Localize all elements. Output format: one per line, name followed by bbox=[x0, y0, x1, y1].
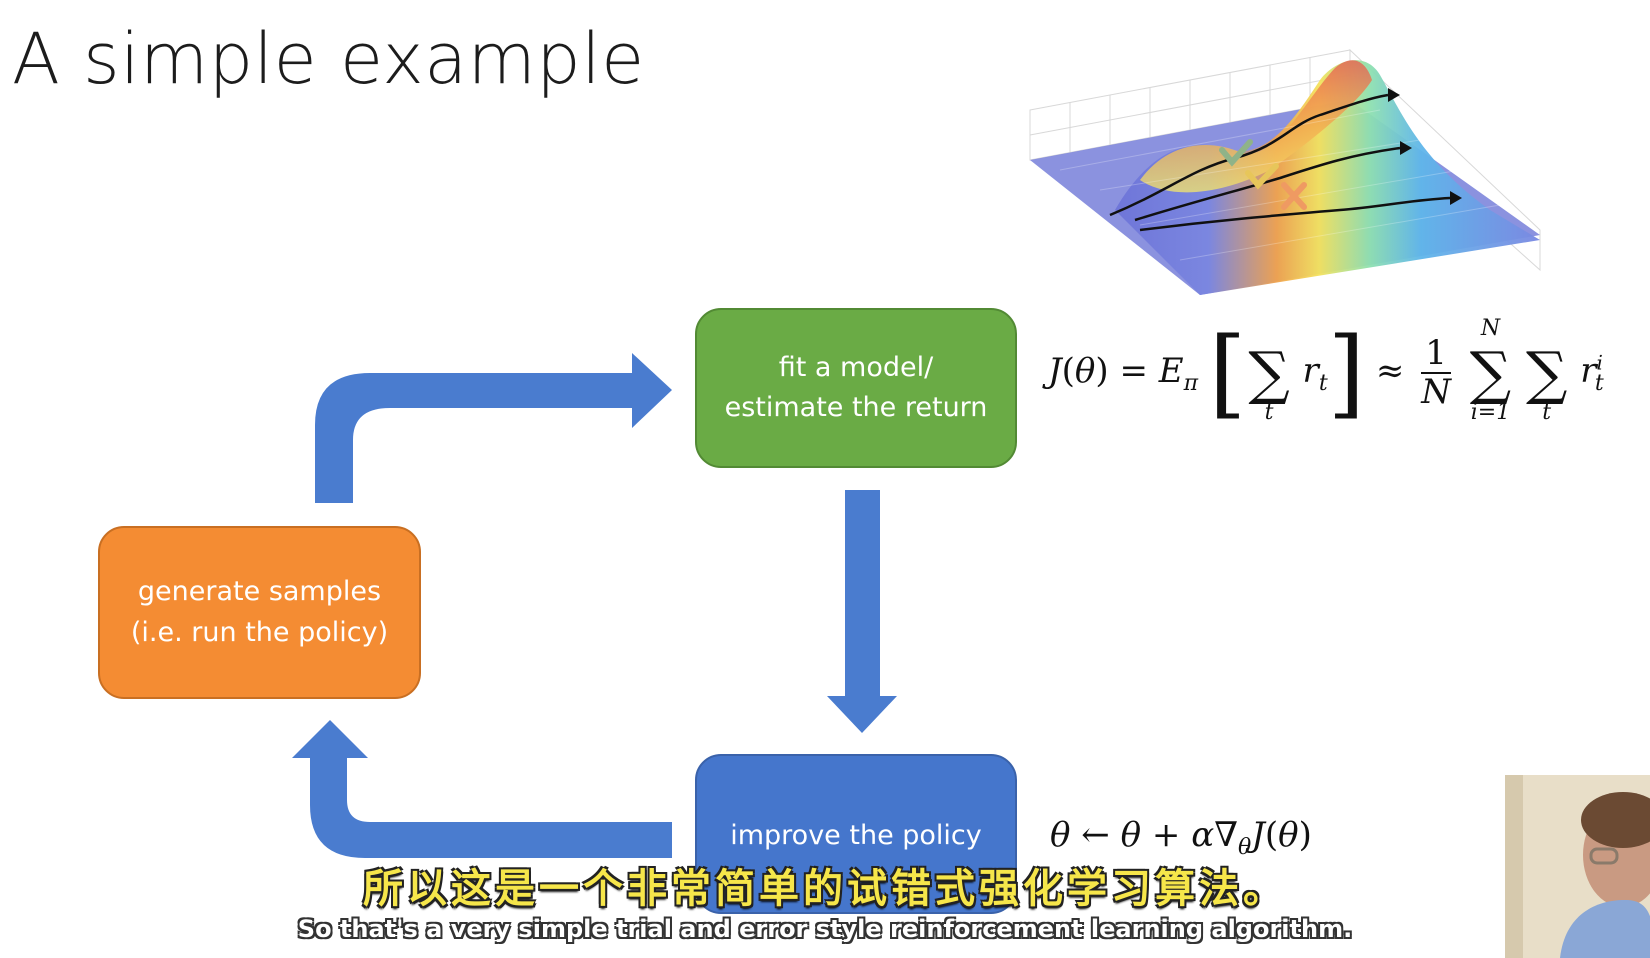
slide-title: A simple example bbox=[12, 18, 645, 100]
formula-symbol-theta: θ bbox=[1074, 351, 1096, 391]
improve-policy-box: improve the policy bbox=[695, 754, 1017, 914]
formula-symbol-r: r bbox=[1302, 351, 1319, 391]
improve-policy-label: improve the policy bbox=[730, 820, 982, 851]
formula-sum-index-t: t bbox=[1264, 400, 1274, 425]
cross-mark-icon bbox=[1281, 182, 1307, 210]
generate-samples-box: generate samples (i.e. run the policy) bbox=[98, 526, 421, 699]
presenter-webcam bbox=[1505, 775, 1650, 958]
check-mark-icon bbox=[1219, 139, 1253, 167]
update-arrow: ← bbox=[1081, 815, 1110, 855]
trajectory-arrowhead bbox=[1450, 191, 1462, 205]
update-J: J bbox=[1251, 815, 1265, 855]
formula-symbol-J: J bbox=[1048, 351, 1062, 391]
arrow-to-fit-model bbox=[315, 353, 672, 503]
update-alpha: α bbox=[1191, 815, 1215, 855]
reward-surface-plot bbox=[1029, 48, 1541, 295]
fit-model-line2: estimate the return bbox=[724, 392, 988, 423]
subtitle-english: So that's a very simple trial and error … bbox=[297, 915, 1353, 943]
formula-symbol-pi: π bbox=[1183, 370, 1199, 396]
fit-model-line1: fit a model/ bbox=[778, 351, 934, 383]
trajectory-arrowhead bbox=[1400, 141, 1412, 155]
policy-update-formula: θ ← θ + α∇θJ(θ) bbox=[1050, 815, 1312, 860]
arrow-to-improve-policy bbox=[827, 490, 897, 733]
trajectories bbox=[1109, 93, 1451, 232]
arrow-to-generate-samples bbox=[292, 720, 672, 858]
subtitle-chinese: 所以这是一个非常简单的试错式强化学习算法。 bbox=[363, 866, 1287, 912]
trajectory-arrowhead bbox=[1388, 88, 1400, 102]
formula-superscript-i: i bbox=[1596, 350, 1603, 375]
surface-ridge bbox=[1115, 60, 1540, 295]
update-plus: + bbox=[1151, 815, 1181, 855]
generate-samples-line2: (i.e. run the policy) bbox=[130, 616, 389, 648]
formula-fraction-denominator: N bbox=[1421, 372, 1451, 412]
generate-samples-line1: generate samples bbox=[137, 576, 382, 607]
fit-model-box: fit a model/ estimate the return bbox=[695, 308, 1017, 468]
update-nabla: ∇ bbox=[1214, 815, 1238, 855]
formula-symbol-E: E bbox=[1158, 351, 1184, 391]
check-mark-icon bbox=[1245, 163, 1279, 190]
update-theta: θ bbox=[1050, 815, 1071, 855]
formula-sum-lower-i: i=1 bbox=[1470, 400, 1511, 425]
formula-fraction-numerator: 1 bbox=[1421, 334, 1451, 374]
